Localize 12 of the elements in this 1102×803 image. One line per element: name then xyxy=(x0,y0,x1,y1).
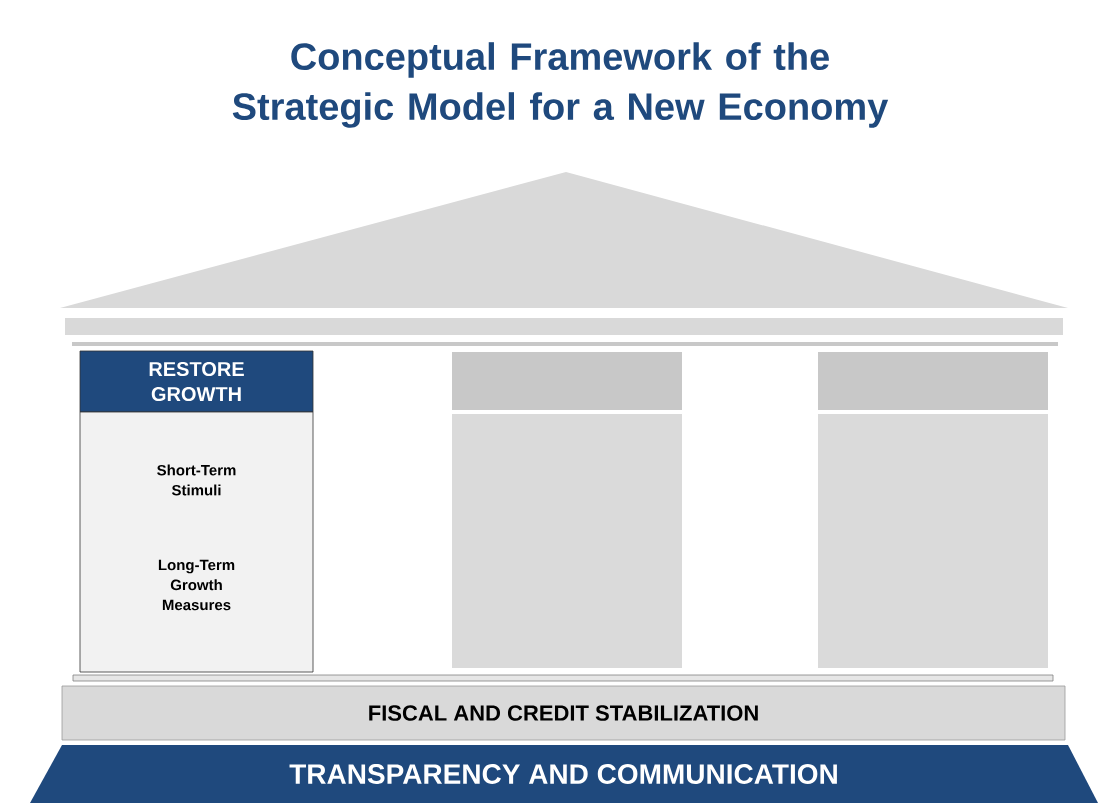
pillar-header xyxy=(818,352,1048,410)
pillar-body: Short-Term Stimuli Long-Term Growth Measures xyxy=(79,411,314,673)
foundation-trapezoid: TRANSPARENCY AND COMMUNICATION xyxy=(30,745,1098,803)
pillar-header: RESTORE GROWTH xyxy=(79,350,314,413)
title: Conceptual Framework of the Strategic Model for a New Economy xyxy=(232,42,889,128)
beam-bar xyxy=(65,318,1063,335)
roof-triangle xyxy=(60,172,1068,308)
stabilization-bar: FISCAL AND CREDIT STABILIZATION xyxy=(61,685,1066,741)
pillar-header xyxy=(452,352,682,410)
pillar-body xyxy=(452,414,682,668)
plinth-bar xyxy=(72,674,1054,682)
pillar-body xyxy=(818,414,1048,668)
